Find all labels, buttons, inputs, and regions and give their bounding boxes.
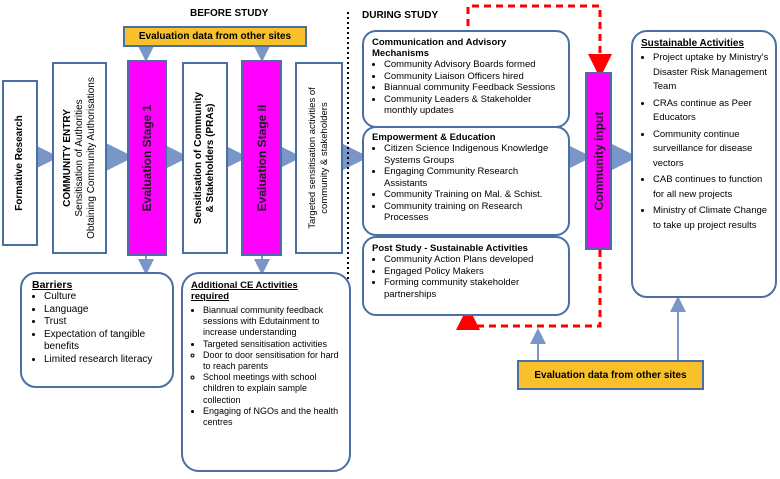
list-item: Trust [44,316,166,329]
targeted-line2: community & stakeholders [319,102,330,214]
during-study-header: DURING STUDY [362,10,439,21]
before-study-header: BEFORE STUDY [190,8,269,19]
formative-research-label: Formative Research [14,115,25,211]
formative-research-box: Formative Research [2,80,38,246]
list-item: Limited research literacy [44,354,166,367]
list-item: Culture [44,291,166,304]
list-item: Biannual community Feedback Sessions [384,82,562,94]
list-item: Community Advisory Boards formed [384,59,562,71]
post-study-title: Post Study - Sustainable Activities [372,243,528,254]
list-item: Targeted sensitisation activities [203,339,343,350]
additional-ce-list: Biannual community feedback sessions wit… [191,305,343,350]
list-item: School meetings with school children to … [203,372,343,406]
list-item: Engaging of NGOs and the health centres [203,406,343,428]
evaluation-stage-2-label: Evaluation Stage II [254,104,269,212]
sustainable-activities-list: Project uptake by Ministry's Disaster Ri… [641,51,769,233]
barriers-list: Culture Language Trust Expectation of ta… [32,291,166,366]
feedback-loop-top [466,4,612,78]
list-item: Community Action Plans developed [384,254,562,266]
post-study-list: Community Action Plans developed Engaged… [372,254,562,300]
list-item: Forming community stakeholder partnershi… [384,277,562,300]
additional-ce-sublist: Door to door sensitisation for hard to r… [191,350,343,406]
communication-advisory-list: Community Advisory Boards formed Communi… [372,59,562,117]
communication-advisory-title-1: Communication and Advisory [372,37,507,48]
list-item: Engaged Policy Makers [384,266,562,278]
list-item: Language [44,304,166,317]
evaluation-stage-1-box: Evaluation Stage 1 [127,60,167,256]
evaluation-stage-2-box: Evaluation Stage II [241,60,282,256]
list-item: Door to door sensitisation for hard to r… [203,350,343,372]
sensitisation-line2: & Stakeholders (PRAs) [205,103,216,213]
communication-advisory-box: Communication and Advisory Mechanisms Co… [362,30,570,128]
empowerment-education-title: Empowerment & Education [372,132,496,143]
sustainable-activities-box: Sustainable Activities Project uptake by… [631,30,777,298]
list-item: Expectation of tangible benefits [44,329,166,354]
feedback-loop-bottom [456,250,602,330]
evaluation-data-bottom: Evaluation data from other sites [517,360,704,390]
list-item: Community Liaison Officers hired [384,71,562,83]
additional-ce-title: Additional CE Activities required [191,280,298,302]
list-item: Biannual community feedback sessions wit… [203,305,343,339]
list-item: Ministry of Climate Change to take up pr… [653,204,769,233]
list-item: Engaging Community Research Assistants [384,166,562,189]
community-entry-title: COMMUNITY ENTRY [61,109,73,207]
list-item: Community continue surveillance for dise… [653,128,769,172]
evaluation-stage-1-label: Evaluation Stage 1 [140,104,154,212]
communication-advisory-title-2: Mechanisms [372,48,430,59]
targeted-line1: Targeted sensitisation activities of [307,87,318,229]
sensitisation-box: Sensitisation of Community & Stakeholder… [182,62,228,254]
community-entry-box: COMMUNITY ENTRY Sensitisation of Authori… [52,62,107,254]
targeted-sensitisation-box: Targeted sensitisation activities of com… [295,62,343,254]
list-item: CRAs continue as Peer Educators [653,97,769,126]
additional-ce-activities-box: Additional CE Activities required Biannu… [181,272,351,472]
empowerment-education-box: Empowerment & Education Citizen Science … [362,126,570,236]
community-input-box: Community input [585,72,612,250]
empowerment-education-list: Citizen Science Indigenous Knowledge Sys… [372,143,562,224]
barriers-title: Barriers [32,279,73,291]
community-entry-line2: Obtaining Community Authorisations [85,77,97,239]
list-item: Community Training on Mal. & Schist. [384,189,562,201]
list-item: Community Leaders & Stakeholder monthly … [384,94,562,117]
additional-ce-list-end: Engaging of NGOs and the health centres [191,406,343,428]
post-study-box: Post Study - Sustainable Activities Comm… [362,236,570,316]
community-input-label: Community input [591,111,606,211]
list-item: Project uptake by Ministry's Disaster Ri… [653,51,769,95]
barriers-box: Barriers Culture Language Trust Expectat… [20,272,174,388]
list-item: CAB continues to function for all new pr… [653,173,769,202]
community-entry-line1: Sensitisation of Authorities [73,99,85,217]
evaluation-data-top: Evaluation data from other sites [123,26,307,47]
sensitisation-line1: Sensitisation of Community [193,91,204,225]
list-item: Citizen Science Indigenous Knowledge Sys… [384,143,562,166]
sustainable-activities-title: Sustainable Activities [641,38,744,49]
list-item: Community training on Research Processes [384,201,562,224]
